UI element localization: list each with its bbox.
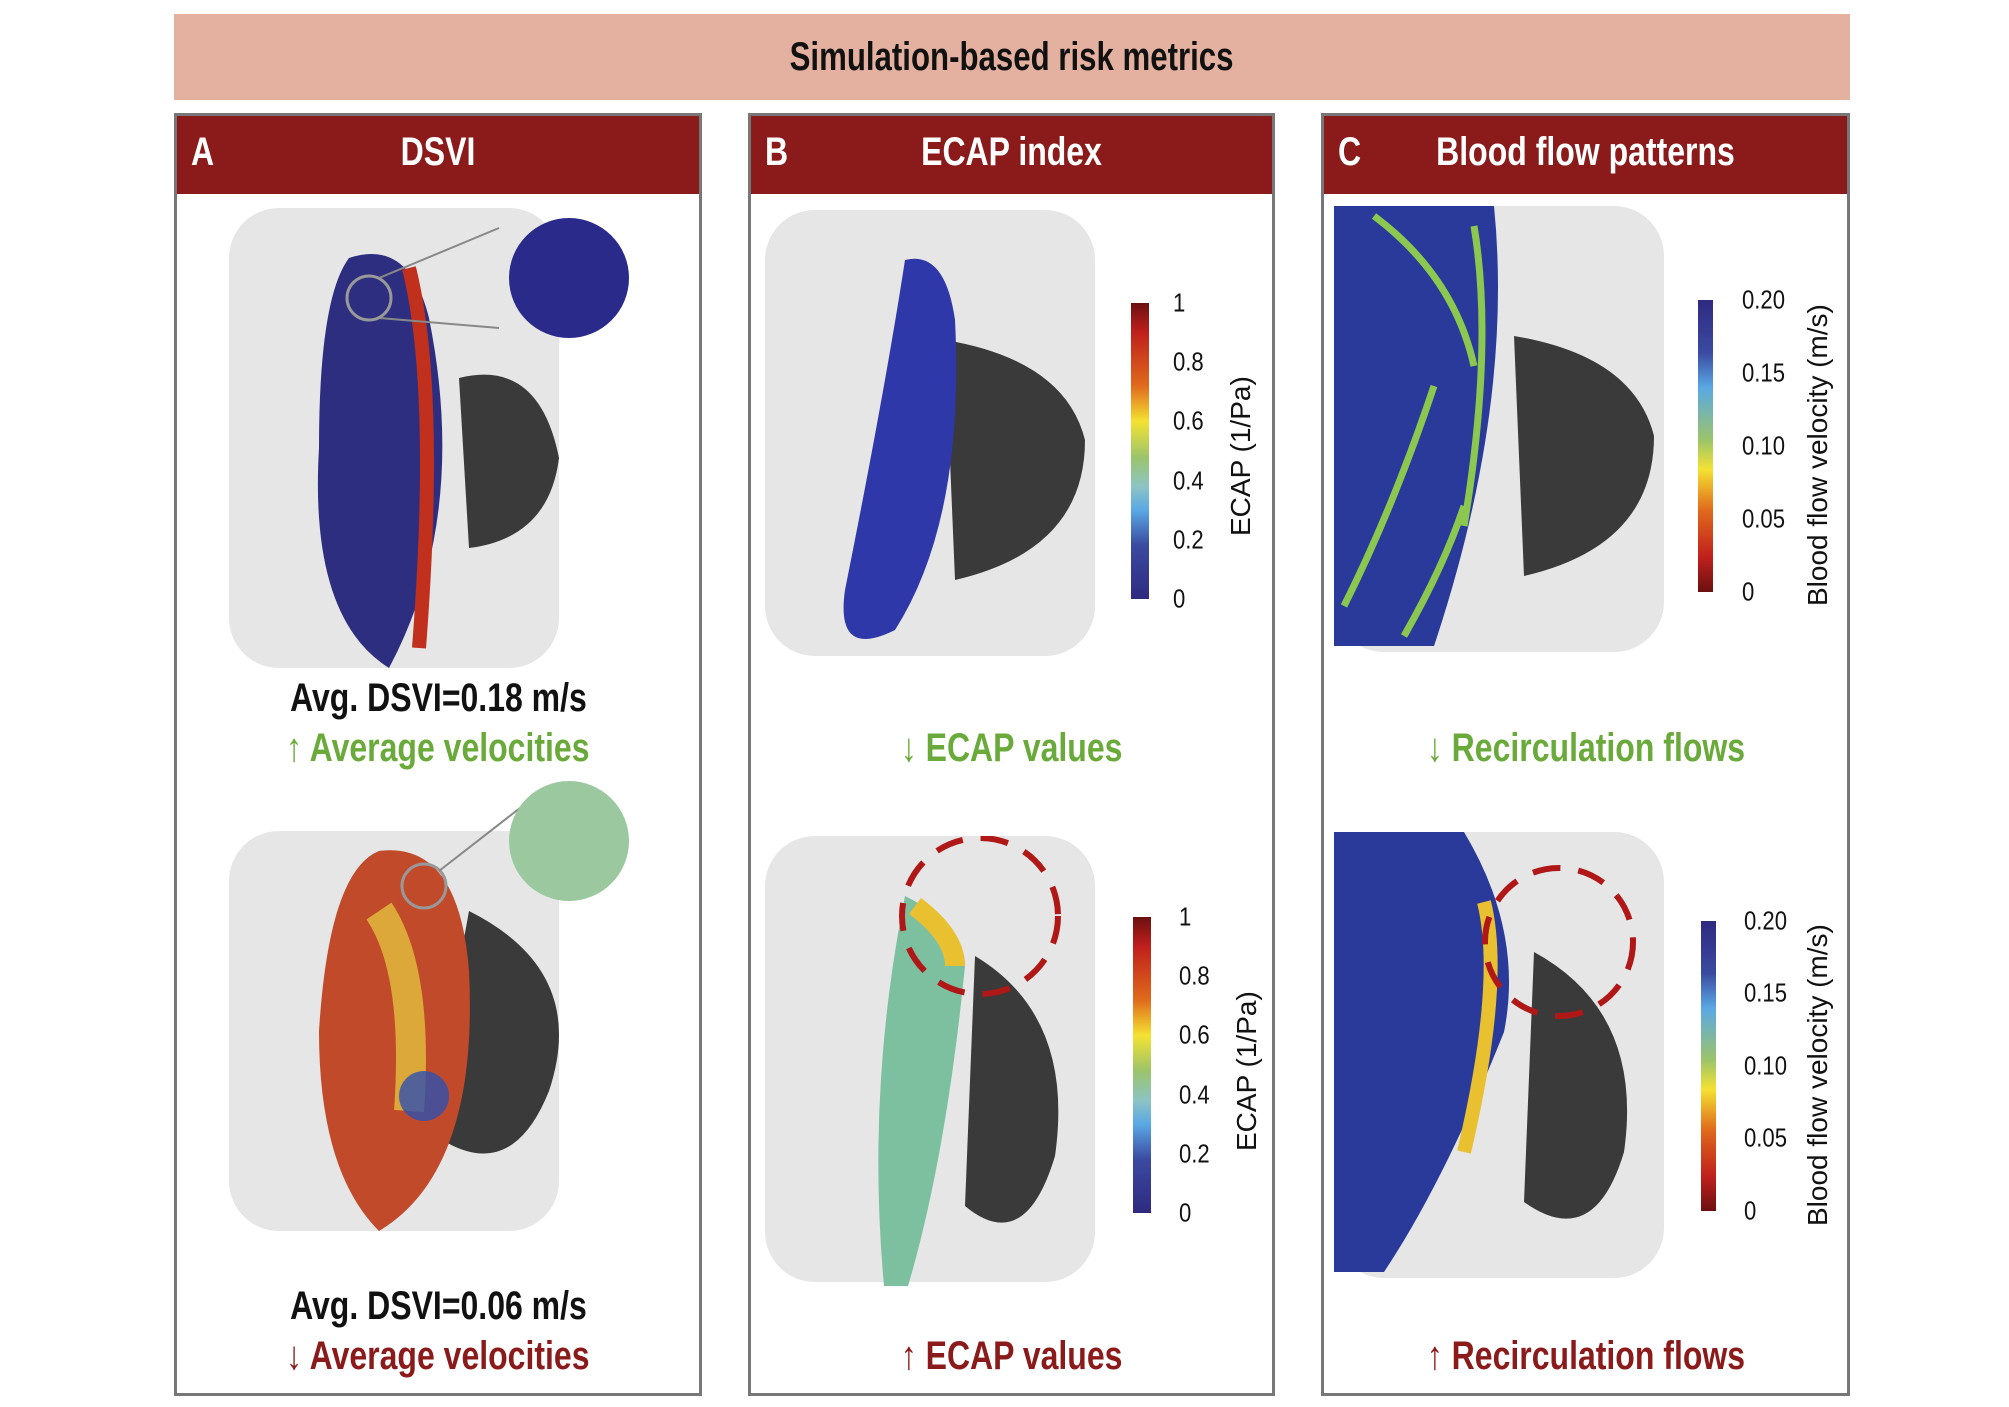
label: 0.20	[1744, 905, 1788, 936]
label: ↓ Average velocities	[286, 1334, 590, 1378]
ecap-top-render	[765, 210, 1095, 656]
label: 0.2	[1179, 1138, 1210, 1169]
label: 0.4	[1179, 1079, 1210, 1110]
avg-dsvi-bottom: Avg. DSVI=0.06 m/s	[177, 1284, 699, 1329]
label: 0.15	[1744, 977, 1788, 1008]
dsvi-top-render	[229, 208, 629, 668]
ecap-trend-top: ↓ ECAP values	[751, 726, 1272, 771]
label: ↑ Recirculation flows	[1426, 1334, 1745, 1378]
recirculation-trend-top: ↓ Recirculation flows	[1324, 726, 1847, 771]
label: ↑ Average velocities	[286, 726, 590, 770]
flow-colorbar-bottom	[1701, 921, 1716, 1211]
panel-ecap: B ECAP index 1 0.8 0.6 0.4 0.2 0 ECAP (1/…	[748, 113, 1275, 1396]
label: 1	[1173, 287, 1186, 318]
panel-flow: C Blood flow patterns 0.20 0.15 0.10 0.05…	[1321, 113, 1850, 1396]
flow-axis-title: Blood flow velocity (m/s)	[1802, 924, 1833, 1226]
velocity-trend-top: ↑ Average velocities	[177, 726, 699, 771]
ecap-bottom-render	[765, 836, 1095, 1286]
title-band: Simulation-based risk metrics	[174, 14, 1850, 100]
panel-title: Blood flow patterns	[1436, 130, 1735, 174]
highlight-circle	[1482, 865, 1636, 1019]
panel-letter: C	[1338, 130, 1362, 174]
panel-letter: A	[191, 130, 215, 174]
flow-bottom-render	[1334, 832, 1664, 1278]
recirculation-trend-bottom: ↑ Recirculation flows	[1324, 1334, 1847, 1379]
panel-header: C Blood flow patterns	[1324, 116, 1847, 194]
velocity-trend-bottom: ↓ Average velocities	[177, 1334, 699, 1379]
panel-letter: B	[765, 130, 789, 174]
panel-header: A DSVI	[177, 116, 699, 194]
panel-header: B ECAP index	[751, 116, 1272, 194]
label: 0.4	[1173, 465, 1204, 496]
label: 0.15	[1742, 357, 1786, 388]
ecap-colorbar-bottom	[1133, 917, 1151, 1213]
flow-axis-title: Blood flow velocity (m/s)	[1802, 304, 1833, 606]
label: Avg. DSVI=0.18 m/s	[289, 676, 587, 720]
figure-title: Simulation-based risk metrics	[790, 34, 1234, 79]
label: 0.05	[1742, 503, 1786, 534]
highlight-circle	[899, 836, 1061, 997]
label: 0.20	[1742, 284, 1786, 315]
panel-title: ECAP index	[921, 130, 1102, 174]
panel-dsvi: A DSVI Avg. DSVI=0.18 m/s ↑ Average veloc…	[174, 113, 702, 1396]
ecap-colorbar-top	[1131, 303, 1149, 599]
avg-dsvi-top: Avg. DSVI=0.18 m/s	[177, 676, 699, 721]
label: 0	[1744, 1195, 1757, 1226]
label: 0.10	[1742, 430, 1786, 461]
ecap-axis-title: ECAP (1/Pa)	[1225, 376, 1256, 536]
ecap-trend-bottom: ↑ ECAP values	[751, 1334, 1272, 1379]
label: 0.6	[1179, 1019, 1210, 1050]
panel-title: DSVI	[400, 130, 476, 174]
label: ↑ ECAP values	[900, 1334, 1123, 1378]
label: 0.10	[1744, 1050, 1788, 1081]
label: ↓ Recirculation flows	[1426, 726, 1745, 770]
label: ↓ ECAP values	[900, 726, 1123, 770]
label: 0.8	[1179, 960, 1210, 991]
label: 0	[1742, 576, 1755, 607]
label: 1	[1179, 901, 1192, 932]
flow-colorbar-top	[1698, 300, 1713, 592]
label: 0	[1179, 1197, 1192, 1228]
label: 0.6	[1173, 405, 1204, 436]
ecap-axis-title: ECAP (1/Pa)	[1231, 991, 1262, 1151]
flow-top-render	[1334, 206, 1664, 652]
label: Avg. DSVI=0.06 m/s	[289, 1284, 587, 1328]
label: 0.8	[1173, 346, 1204, 377]
label: 0.2	[1173, 524, 1204, 555]
label: 0.05	[1744, 1122, 1788, 1153]
dsvi-bottom-render	[229, 781, 629, 1231]
label: 0	[1173, 583, 1186, 614]
